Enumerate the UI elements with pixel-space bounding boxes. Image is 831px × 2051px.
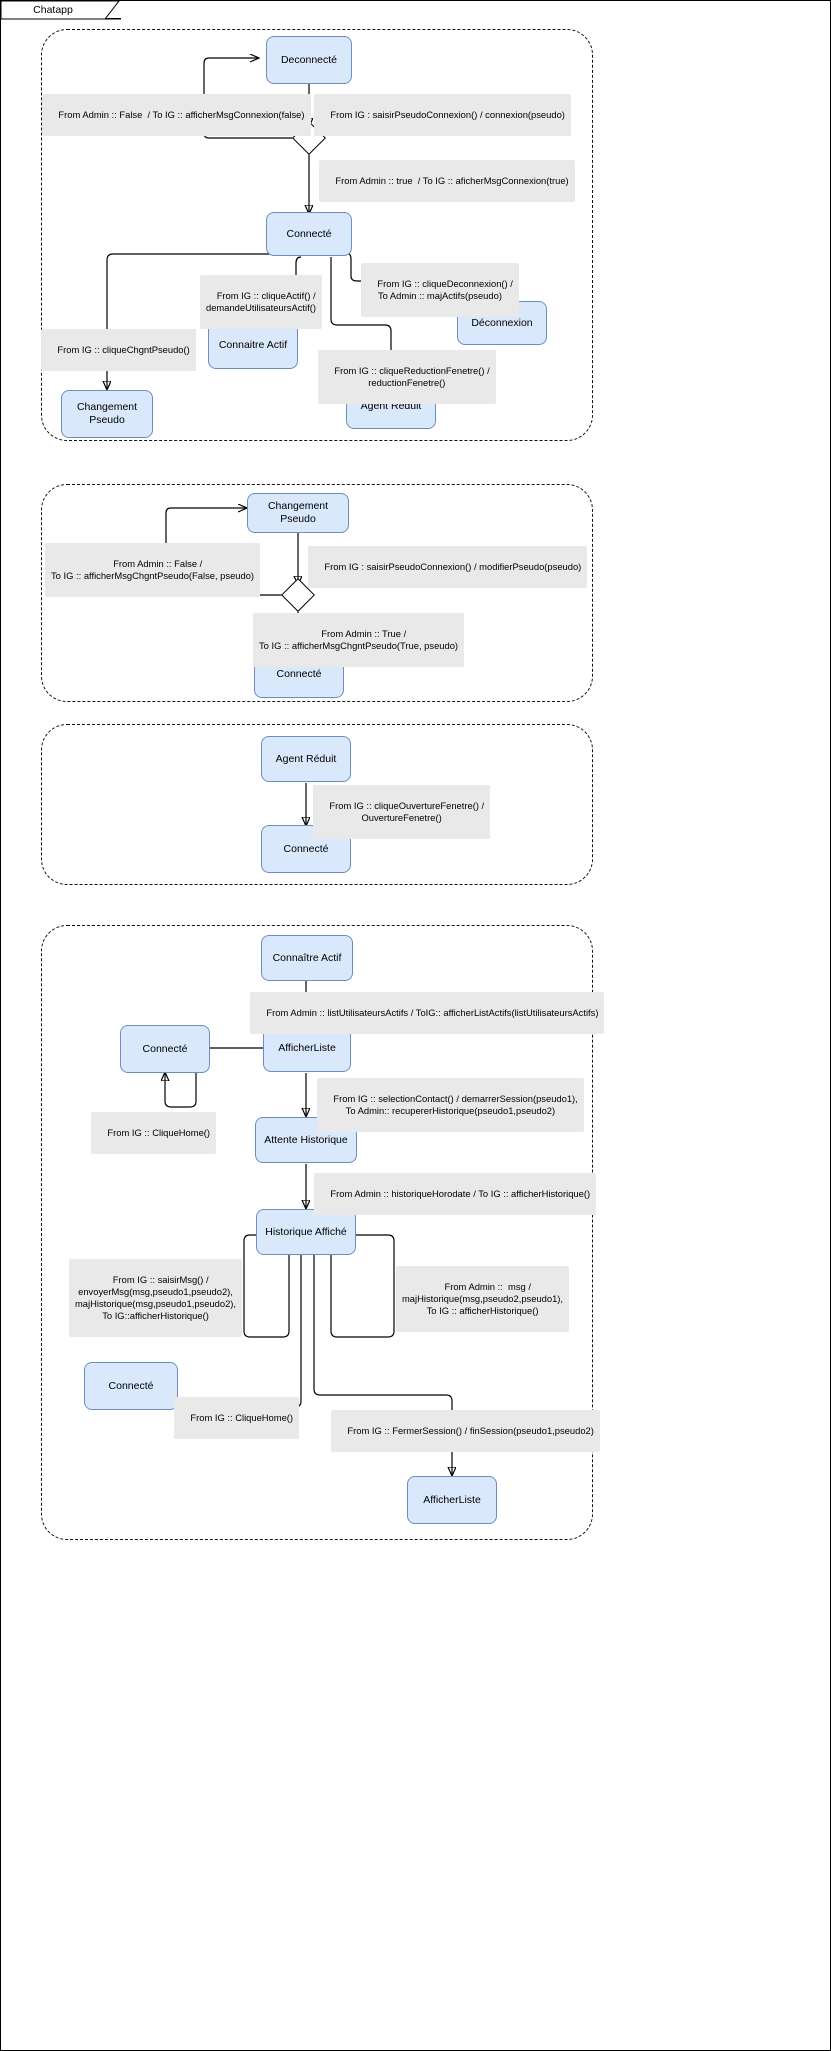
label-text: From IG :: cliqueActif() / demandeUtilis…: [206, 290, 316, 314]
label-text: From IG :: CliqueHome(): [190, 1412, 294, 1424]
transition-label-selection-contact: From IG :: selectionContact() / demarrer…: [317, 1078, 584, 1133]
tab-shape-icon: [1, 1, 121, 20]
state-label: Connecté: [286, 227, 332, 240]
state-connecte-4[interactable]: Connecté: [120, 1025, 210, 1073]
label-text: From Admin :: msg / majHistorique(msg,ps…: [402, 1281, 564, 1317]
transition-label-modifier-pseudo: From IG : saisirPseudoConnexion() / modi…: [308, 546, 588, 589]
transition-label-saisir-pseudo-connexion: From IG : saisirPseudoConnexion() / conn…: [314, 94, 571, 137]
transition-label-admin-msg: From Admin :: msg / majHistorique(msg,ps…: [396, 1266, 570, 1333]
label-text: From Admin :: True / To IG :: afficherMs…: [259, 628, 459, 652]
state-label: Connecté: [283, 842, 329, 855]
transition-label-clique-actif: From IG :: cliqueActif() / demandeUtilis…: [200, 275, 322, 330]
state-label: Connaitre Actif: [218, 338, 288, 351]
state-historique-affiche[interactable]: Historique Affiché: [256, 1209, 356, 1255]
state-agent-reduit-2[interactable]: Agent Réduit: [261, 736, 351, 782]
transition-label-chgnt-pseudo-true: From Admin :: True / To IG :: afficherMs…: [253, 613, 465, 668]
state-connecte[interactable]: Connecté: [266, 212, 352, 256]
state-label: AfficherListe: [278, 1041, 336, 1054]
transition-label-list-utilisateurs-actifs: From Admin :: listUtilisateursActifs / T…: [250, 992, 605, 1035]
state-label: Déconnexion: [471, 316, 533, 329]
state-label: Historique Affiché: [265, 1225, 347, 1238]
state-afficherliste-2[interactable]: AfficherListe: [407, 1476, 497, 1524]
label-text: From IG :: FermerSession() / finSession(…: [347, 1425, 594, 1437]
state-label: AfficherListe: [423, 1493, 481, 1506]
state-label: Connecté: [108, 1379, 154, 1392]
region-agent-reduit: [41, 724, 593, 885]
label-text: From Admin :: true / To IG :: aficherMsg…: [335, 175, 569, 187]
transition-label-clique-deconnexion: From IG :: cliqueDeconnexion() / To Admi…: [361, 263, 519, 318]
label-text: From IG :: saisirMsg() / envoyerMsg(msg,…: [75, 1274, 237, 1322]
label-text: From IG : saisirPseudoConnexion() / conn…: [330, 109, 565, 121]
state-label: Changement Pseudo: [76, 401, 138, 426]
transition-label-ouverture-fenetre: From IG :: cliqueOuvertureFenetre() / Ou…: [313, 785, 491, 840]
state-changement-pseudo[interactable]: Changement Pseudo: [61, 390, 153, 438]
transition-label-saisir-msg: From IG :: saisirMsg() / envoyerMsg(msg,…: [69, 1259, 243, 1338]
transition-label-clique-reduction-fenetre: From IG :: cliqueReductionFenetre() / re…: [318, 350, 496, 405]
transition-label-clique-chgnt-pseudo: From IG :: cliqueChgntPseudo(): [41, 329, 196, 372]
label-text: From Admin :: False / To IG :: afficherM…: [58, 109, 305, 121]
state-label: Deconnecté: [280, 53, 338, 66]
label-text: From IG :: CliqueHome(): [107, 1127, 211, 1139]
state-label: Connecté: [276, 667, 322, 680]
region-historique: [41, 925, 593, 1540]
transition-label-historique-horodate: From Admin :: historiqueHorodate / To IG…: [314, 1173, 597, 1216]
transition-label-chgnt-pseudo-false: From Admin :: False / To IG :: afficherM…: [45, 543, 261, 598]
label-text: From Admin :: listUtilisateursActifs / T…: [266, 1007, 599, 1019]
region-chgt-pseudo: [41, 484, 593, 702]
label-text: From IG :: selectionContact() / demarrer…: [333, 1093, 578, 1117]
state-label: Attente Historique: [264, 1133, 348, 1146]
transition-label-fermer-session: From IG :: FermerSession() / finSession(…: [331, 1410, 600, 1453]
transition-label-admin-false: From Admin :: False / To IG :: afficherM…: [42, 94, 311, 137]
state-label: Agent Réduit: [275, 752, 337, 765]
transition-label-clique-home-2: From IG :: CliqueHome(): [174, 1397, 300, 1440]
state-deconnecte[interactable]: Deconnecté: [266, 36, 352, 84]
label-text: From IG :: cliqueReductionFenetre() / re…: [334, 365, 490, 389]
label-text: From IG : saisirPseudoConnexion() / modi…: [324, 561, 582, 573]
transition-label-clique-home-1: From IG :: CliqueHome(): [91, 1112, 217, 1155]
state-connecte-5[interactable]: Connecté: [84, 1362, 178, 1410]
state-label: Connecté: [142, 1042, 188, 1055]
label-text: From Admin :: historiqueHorodate / To IG…: [330, 1188, 591, 1200]
label-text: From IG :: cliqueOuvertureFenetre() / Ou…: [329, 800, 485, 824]
label-text: From Admin :: False / To IG :: afficherM…: [51, 558, 255, 582]
state-connaitre-actif-2[interactable]: Connaître Actif: [261, 935, 353, 981]
label-text: From IG :: cliqueChgntPseudo(): [57, 344, 190, 356]
window-tab[interactable]: Chatapp: [1, 1, 121, 20]
region-connexion: [41, 29, 593, 441]
state-label: Connaître Actif: [272, 951, 342, 964]
state-label: Changement Pseudo: [267, 500, 329, 525]
tab-title: Chatapp: [33, 4, 73, 16]
label-text: From IG :: cliqueDeconnexion() / To Admi…: [377, 278, 513, 302]
transition-label-admin-true: From Admin :: true / To IG :: aficherMsg…: [319, 160, 575, 203]
state-changement-pseudo-2[interactable]: Changement Pseudo: [247, 493, 349, 533]
